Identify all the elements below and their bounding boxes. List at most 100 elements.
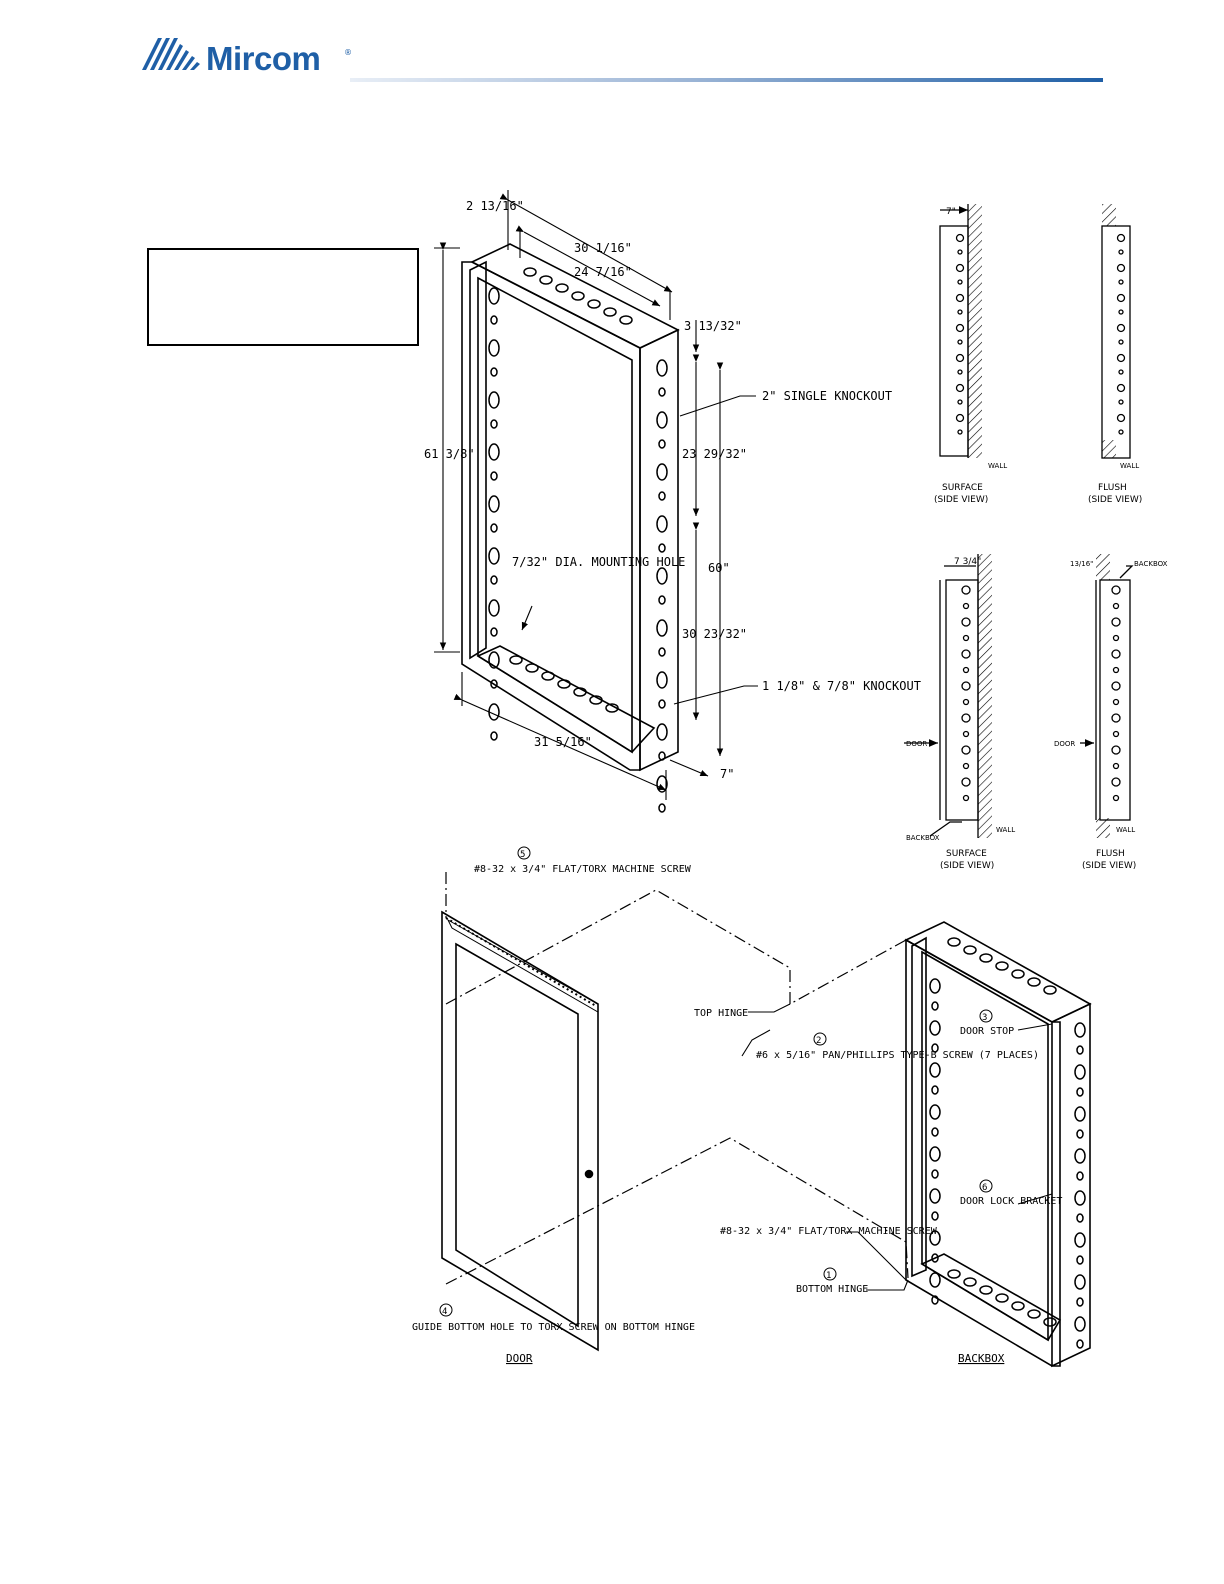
knockout-small — [658, 699, 666, 709]
flush-top-title: FLUSH — [1098, 483, 1127, 493]
side-knockout — [955, 233, 965, 243]
side-knockout — [955, 383, 965, 393]
knockout-large — [488, 391, 500, 409]
side-knockout-small — [962, 602, 970, 610]
knockout-bottom — [979, 1285, 993, 1295]
knockout-bottom — [525, 663, 539, 673]
screw-label: #8-32 x 3/4" FLAT/TORX MACHINE SCREW — [720, 1226, 938, 1237]
dim-width-outer: 30 1/16" — [574, 241, 632, 255]
callout-2-label: #6 x 5/16" PAN/PHILLIPS TYPE-B SCREW (7 … — [756, 1050, 1039, 1061]
side-knockout — [955, 353, 965, 363]
knockout-top — [979, 953, 993, 963]
side-knockout-small — [1112, 762, 1120, 770]
knockout-top — [963, 945, 977, 955]
knockout-large — [656, 723, 668, 741]
knockout-small — [931, 1085, 939, 1095]
side-knockout — [1111, 649, 1121, 659]
door-title: DOOR — [506, 1352, 533, 1365]
knockout-large — [488, 651, 500, 669]
knockout-small — [1076, 1171, 1084, 1181]
side-view-surface-bottom — [904, 554, 992, 838]
dim-width-inner: 24 7/16" — [574, 265, 632, 279]
knockout-large — [929, 978, 941, 994]
side-knockout-small — [957, 279, 963, 285]
knockout-bottom — [947, 1269, 961, 1279]
surface-bottom-backbox: BACKBOX — [906, 834, 940, 842]
side-knockout — [1116, 353, 1126, 363]
side-knockout-small — [962, 698, 970, 706]
dim-top-offset: 3 13/32" — [684, 319, 742, 333]
knockout-small — [931, 1253, 939, 1263]
surface-bottom-title: SURFACE — [946, 849, 987, 859]
side-knockout-small — [1112, 666, 1120, 674]
surface-bottom-subtitle: (SIDE VIEW) — [940, 861, 994, 871]
knockout-small — [1076, 1297, 1084, 1307]
knockout-small — [490, 367, 498, 377]
callout-6-number: 6 — [982, 1183, 987, 1193]
knockout-large — [1074, 1190, 1086, 1206]
knockout-large — [656, 567, 668, 585]
label-mounting-hole: 7/32" DIA. MOUNTING HOLE — [512, 555, 685, 569]
dim-height-overall: 61 3/8" — [424, 447, 475, 461]
knockout-bottom — [541, 671, 555, 681]
knockout-large — [1074, 1022, 1086, 1038]
side-knockout-small — [1118, 339, 1124, 345]
side-knockout — [961, 713, 971, 723]
side-view-flush-top — [1101, 204, 1131, 459]
side-knockout-small — [1118, 369, 1124, 375]
side-knockout-small — [962, 762, 970, 770]
knockout-large — [488, 443, 500, 461]
knockout-small — [490, 419, 498, 429]
knockout-top — [995, 961, 1009, 971]
brand-trademark: ® — [344, 48, 352, 57]
knockout-small — [490, 575, 498, 585]
knockout-bottom — [995, 1293, 1009, 1303]
knockout-large — [1074, 1106, 1086, 1122]
surface-bottom-wall: WALL — [996, 826, 1015, 834]
side-knockout — [961, 649, 971, 659]
side-knockout-small — [1118, 429, 1124, 435]
knockout-small — [658, 647, 666, 657]
knockout-small — [658, 543, 666, 553]
surface-bottom-dim: 7 3/4" — [954, 557, 981, 567]
side-knockout-small — [1118, 309, 1124, 315]
callout-3-label: DOOR STOP — [960, 1026, 1014, 1037]
knockout-bottom — [1027, 1309, 1041, 1319]
dim-bottom-width: 31 5/16" — [534, 735, 592, 749]
knockout-top — [571, 291, 585, 301]
knockout-large — [929, 1272, 941, 1288]
knockout-large — [929, 1146, 941, 1162]
side-knockout — [961, 585, 971, 595]
knockout-top — [947, 937, 961, 947]
knockout-top — [587, 299, 601, 309]
surface-top-title: SURFACE — [942, 483, 983, 493]
side-knockout — [1111, 713, 1121, 723]
side-knockout-small — [957, 369, 963, 375]
callout-4-label: GUIDE BOTTOM HOLE TO TORX SCREW ON BOTTO… — [412, 1322, 695, 1333]
knockout-top — [523, 267, 537, 277]
side-knockout — [961, 617, 971, 627]
knockout-small — [490, 627, 498, 637]
knockout-large — [656, 359, 668, 377]
header-rule — [350, 78, 1103, 82]
side-knockout — [961, 777, 971, 787]
knockout-large — [488, 599, 500, 617]
side-knockout — [1111, 681, 1121, 691]
flush-bottom-backbox: BACKBOX — [1134, 560, 1168, 568]
label-knockout-single: 2" SINGLE KNOCKOUT — [762, 389, 892, 403]
knockout-small — [658, 803, 666, 813]
side-view-knockouts — [955, 233, 1126, 802]
top-hinge-label: TOP HINGE — [694, 1008, 748, 1019]
side-knockout — [955, 293, 965, 303]
callout-6-label: DOOR LOCK BRACKET — [960, 1196, 1062, 1207]
callout-1-label: BOTTOM HINGE — [796, 1284, 868, 1295]
flush-bottom-wall: WALL — [1116, 826, 1135, 834]
side-knockout-small — [1112, 602, 1120, 610]
knockout-top — [1027, 977, 1041, 987]
surface-bottom-door: DOOR — [906, 740, 927, 748]
flush-bottom-title: FLUSH — [1096, 849, 1125, 859]
knockout-small — [490, 315, 498, 325]
mircom-logo-mark — [142, 38, 200, 70]
side-view-flush-bottom — [1080, 554, 1134, 838]
